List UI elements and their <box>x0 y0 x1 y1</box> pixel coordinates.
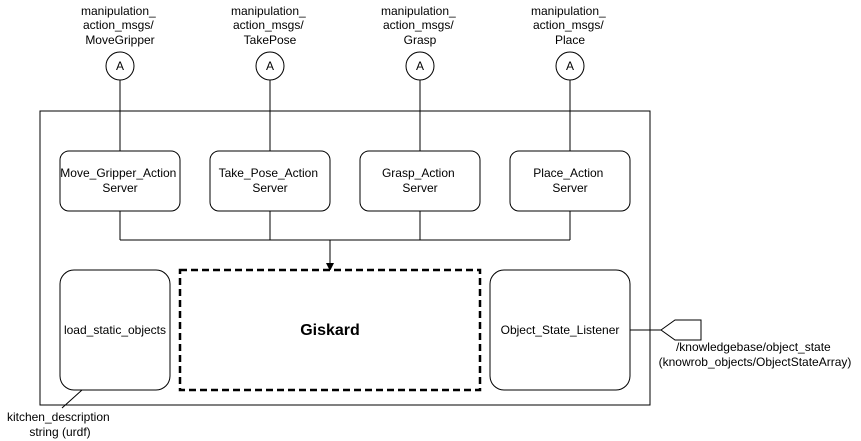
action-marker-letter: A <box>566 59 574 73</box>
action-marker-circle <box>405 51 435 81</box>
loader-box <box>59 269 171 391</box>
action-server-label: Take_Pose_Action Server <box>219 166 322 195</box>
loader-node: load_static_objects kitchen_description … <box>7 269 171 439</box>
action-group-place: manipulation_ action_msgs/ Place A Place… <box>509 4 631 212</box>
loader-label: load_static_objects <box>64 323 166 337</box>
listener-topic-label: /knowledgebase/object_state (knowrob_obj… <box>659 340 852 369</box>
action-server-label: Move_Gripper_Action Server <box>60 166 179 195</box>
listener-node: Object_State_Listener /knowledgebase/obj… <box>489 269 852 391</box>
action-marker-letter: A <box>416 59 424 73</box>
loader-param-label: kitchen_description string (urdf) <box>7 410 113 439</box>
action-group-take-pose: manipulation_ action_msgs/ TakePose A Ta… <box>209 4 331 212</box>
server-bus <box>119 211 571 271</box>
action-server-label: Place_Action Server <box>533 166 606 195</box>
action-marker-circle <box>255 51 285 81</box>
listener-label: Object_State_Listener <box>501 323 620 337</box>
giskard-node: Giskard <box>178 268 482 392</box>
action-marker-circle <box>105 51 135 81</box>
action-group-move-gripper: manipulation_ action_msgs/ MoveGripper A… <box>59 4 181 212</box>
action-topic-label: manipulation_ action_msgs/ MoveGripper <box>81 4 159 47</box>
action-group-grasp: manipulation_ action_msgs/ Grasp A Grasp… <box>359 4 481 212</box>
giskard-label: Giskard <box>300 322 360 339</box>
action-topic-label: manipulation_ action_msgs/ Grasp <box>381 4 459 47</box>
loader-param-line <box>61 389 83 409</box>
giskard-box <box>178 268 482 392</box>
action-marker-letter: A <box>116 59 124 73</box>
action-topic-label: manipulation_ action_msgs/ TakePose <box>231 4 309 47</box>
action-marker-circle <box>555 51 585 81</box>
action-marker-letter: A <box>266 59 274 73</box>
subscriber-tag-icon <box>660 319 702 341</box>
action-topic-label: manipulation_ action_msgs/ Place <box>531 4 609 47</box>
action-server-label: Grasp_Action Server <box>382 166 458 195</box>
